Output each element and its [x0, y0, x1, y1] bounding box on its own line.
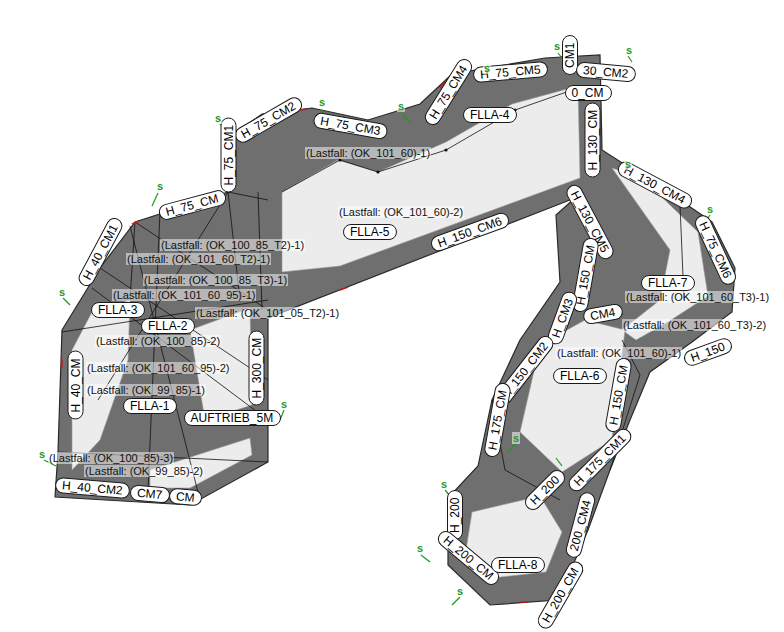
red-tick	[132, 221, 139, 224]
tag-text: H_40_CM	[68, 358, 82, 412]
section-mark: s	[440, 478, 448, 490]
tag-text: FLLA-6	[560, 369, 599, 383]
mark-leader	[402, 114, 410, 122]
tag-text: H_200	[448, 498, 462, 533]
node-dot	[444, 148, 447, 151]
red-tick	[340, 287, 348, 290]
load-case-note: (Lastfall: (OK_101_05_T2)-1)	[195, 307, 340, 319]
section-mark: s	[624, 158, 632, 170]
load-case-note: (Lastfall: (OK_101_60)-1)	[305, 147, 431, 159]
member-tag: H_130_CM	[584, 103, 600, 178]
truss-line	[282, 88, 578, 192]
mark-leader	[421, 555, 430, 562]
member-tag: H_75_CM1	[220, 118, 236, 193]
section-mark: s	[58, 286, 66, 298]
tag-text: CM4	[589, 305, 616, 323]
member-tag: AUFTRIEB_5M	[184, 410, 281, 426]
load-case-note: (Lastfall: (OK_101_60_T3)-1)	[625, 291, 770, 303]
member-tag: FLLA-1	[123, 398, 177, 414]
section-mark: s	[706, 203, 714, 215]
member-tag: H_40_CM	[67, 351, 83, 420]
section-mark: s	[280, 398, 288, 410]
load-case-note: (Lastfall: (OK_101_60_95)-1)	[112, 289, 256, 301]
section-mark: s	[456, 585, 464, 597]
member-tag: FLLA-3	[91, 302, 145, 318]
mark-leader	[556, 458, 562, 466]
section-mark: s	[553, 40, 561, 52]
section-mark: s	[625, 44, 633, 56]
tag-text: FLLA-3	[98, 303, 137, 317]
tag-text: FLLA-5	[350, 225, 389, 239]
node-dot	[376, 170, 379, 173]
load-case-note: (Lastfall: (OK_100_85)-2)	[95, 335, 221, 347]
load-case-note: (Lastfall: (OK_101_60_95)-2)	[86, 362, 230, 374]
mark-leader	[280, 410, 284, 420]
tag-text: CM7	[136, 486, 162, 502]
tag-text: FLLA-1	[130, 399, 169, 413]
tag-text: CM	[175, 489, 195, 505]
mark-leader	[63, 298, 70, 305]
member-tag: FLLA-5	[343, 224, 397, 240]
section-mark: s	[397, 100, 405, 112]
mark-leader	[628, 56, 632, 62]
section-mark: s	[512, 432, 520, 444]
section-mark: s	[214, 112, 222, 124]
section-mark: s	[483, 62, 491, 74]
load-case-note: (Lastfall: (OK_99_85)-2)	[84, 465, 204, 477]
section-mark: s	[38, 448, 46, 460]
tag-text: H_300_CM	[249, 338, 263, 399]
mark-leader	[152, 193, 158, 206]
tag-text: FLLA-8	[498, 558, 537, 572]
tag-text: H_150	[689, 339, 727, 364]
section-mark: s	[416, 542, 424, 554]
tag-text: 30_CM2	[582, 63, 628, 81]
tag-text: FLLA-4	[470, 108, 509, 122]
load-case-note: (Lastfall: (OK_101_60_T2)-1)	[126, 253, 271, 265]
member-tag: FLLA-8	[491, 557, 545, 573]
member-tag: FLLA-6	[553, 368, 607, 384]
member-tag: FLLA-4	[463, 107, 517, 123]
member-tag: CM7	[129, 484, 170, 503]
load-case-note: (Lastfall: (OK_100_85)-3)	[48, 452, 174, 464]
section-mark: s	[156, 180, 164, 192]
load-case-note: (Lastfall: (OK_101_60_T3)-2)	[622, 319, 767, 331]
member-tag: FLLA-2	[141, 318, 195, 334]
red-tick	[520, 601, 528, 602]
truss-line	[228, 192, 268, 200]
load-case-note: (Lastfall: (OK_100_85_T2)-1)	[160, 239, 305, 251]
truss-line	[258, 192, 262, 310]
member-tag: CM	[168, 488, 202, 507]
section-mark: s	[318, 96, 326, 108]
load-case-note: (Lastfall: (OK_101_60)-1)	[556, 347, 682, 359]
member-tag: 0_CM	[565, 85, 612, 101]
tag-text: FLLA-2	[148, 319, 187, 333]
mark-leader	[508, 444, 515, 452]
tag-text: CM1	[563, 43, 577, 68]
load-case-note: (Lastfall: (OK_100_85_T3)-1)	[143, 274, 288, 286]
tag-text: 0_CM	[572, 86, 604, 100]
mark-leader	[452, 597, 460, 605]
tag-text: FLLA-7	[648, 276, 687, 290]
member-tag: H_300_CM	[248, 331, 264, 406]
tag-text: H_130_CM	[585, 110, 599, 171]
tag-text: H_75_CM1	[221, 125, 235, 186]
member-tag: FLLA-7	[641, 275, 695, 291]
red-tick	[61, 360, 62, 368]
load-case-note: (Lastfall: (OK_101_60)-2)	[338, 206, 464, 218]
load-case-note: (Lastfall: (OK_99_85)-1)	[86, 384, 206, 396]
tag-text: AUFTRIEB_5M	[191, 411, 274, 425]
